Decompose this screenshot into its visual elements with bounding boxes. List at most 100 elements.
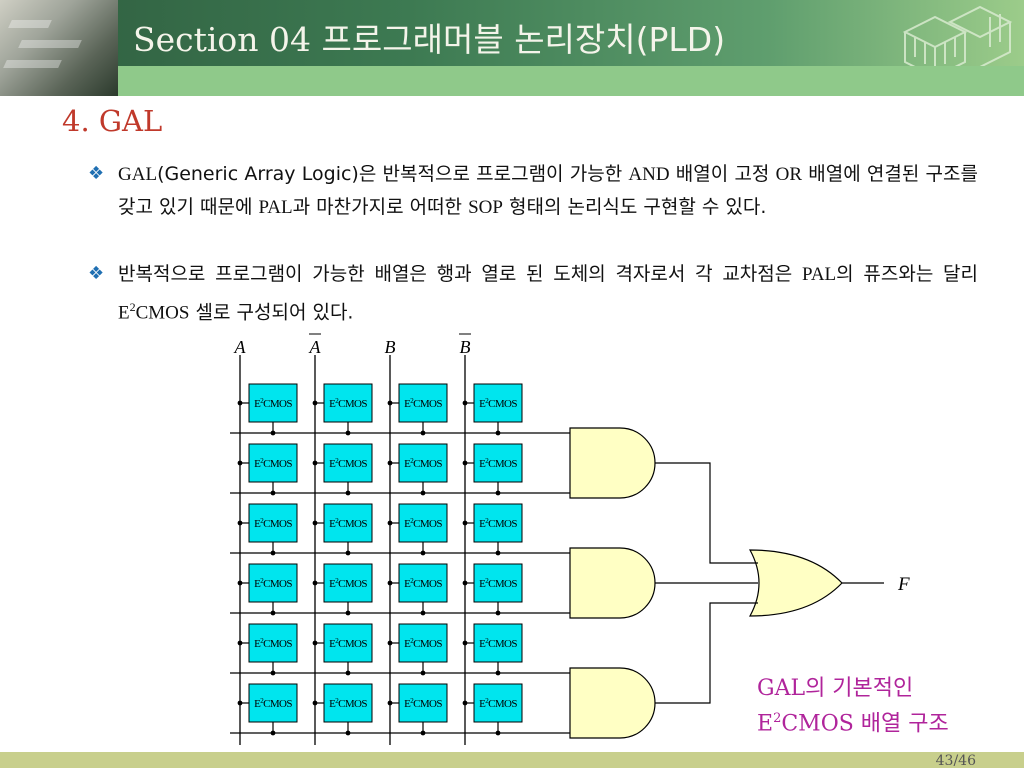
bullet-segment: 2 [129,300,136,314]
junction-dot [270,490,276,496]
cell-label: E2CMOS [329,637,367,650]
bullet-text: GAL(Generic Array Logic)은 반복적으로 프로그램이 가능… [118,158,978,224]
cell-label: E2CMOS [329,697,367,710]
section-label: Section 04 [133,20,312,59]
junction-dot [387,520,393,526]
e2cmos-cell [398,503,448,543]
cell-label: E2CMOS [479,697,517,710]
bullet-segment: GAL [118,164,158,185]
bullet-segment: 형태의 논리식도 구현할 수 있다. [502,196,767,218]
junction-dot [495,670,501,676]
caption-line-2: E2CMOS 배열 구조 [757,711,949,737]
output-label: F [897,574,910,595]
cell-label: E2CMOS [254,517,292,530]
bullet-segment: 의 퓨즈와는 달리 [836,263,978,285]
junction-dot [270,730,276,736]
cell-label: E2CMOS [254,637,292,650]
e2cmos-cell [473,683,523,723]
junction-dot [387,700,393,706]
junction-dot [270,550,276,556]
junction-dot [237,520,243,526]
footer-bar [0,752,1024,768]
cell-label: E2CMOS [479,637,517,650]
junction-dot [495,490,501,496]
slide-header: Section 04 프로그래머블 논리장치(PLD) [0,0,1024,96]
bullet-segment: 셀로 구성되어 있다. [189,301,354,324]
diamond-bullet-icon: ❖ [88,163,105,184]
junction-dot [495,550,501,556]
cell-label: E2CMOS [479,397,517,410]
junction-dot [345,670,351,676]
junction-dot [345,730,351,736]
junction-dot [387,400,393,406]
bullet-segment: CMOS [135,302,190,324]
input-label: B [385,337,396,357]
bullet-2: ❖ 반복적으로 프로그램이 가능한 배열은 행과 열로 된 도체의 격자로서 각… [88,258,978,329]
bullet-segment: 배열에 연결된 구조를 갖고 있기 때문에 [118,163,978,218]
e2cmos-cell [323,383,373,423]
and-gate [569,667,656,739]
cell-label: E2CMOS [404,397,442,410]
bullet-segment: E [118,302,130,324]
cell-label: E2CMOS [329,457,367,470]
diagram-caption: GAL의 기본적인 E2CMOS 배열 구조 [757,674,949,739]
e2cmos-cell [248,383,298,423]
e2cmos-cell [248,623,298,663]
junction-dot [462,640,468,646]
junction-dot [237,400,243,406]
junction-dot [237,700,243,706]
bullet-segment: 반복적으로 프로그램이 가능한 배열은 행과 열로 된 도체의 격자로서 각 교… [118,263,802,285]
junction-dot [462,460,468,466]
junction-dot [420,670,426,676]
bullet-segment: OR [775,164,803,185]
cell-label: E2CMOS [479,577,517,590]
e2cmos-cell [473,563,523,603]
or-gate [748,549,843,617]
cell-label: E2CMOS [404,457,442,470]
section-heading: 4. GAL [62,104,163,138]
cell-label: E2CMOS [404,577,442,590]
and-gate [569,427,656,499]
bullet-segment: SOP [468,197,503,218]
e2cmos-cell [398,683,448,723]
page-number: 43/46 [935,753,976,769]
cell-label: E2CMOS [254,457,292,470]
cell-label: E2CMOS [404,637,442,650]
e2cmos-cell [323,683,373,723]
input-label: B [460,337,471,357]
e2cmos-cell [398,623,448,663]
junction-dot [312,700,318,706]
junction-dot [312,640,318,646]
e2cmos-cell [473,623,523,663]
junction-dot [312,520,318,526]
gate-wire [655,462,758,564]
e2cmos-cell [323,443,373,483]
junction-dot [495,730,501,736]
bullet-segment: PAL [802,264,837,285]
e2cmos-cell [398,563,448,603]
cell-label: E2CMOS [329,517,367,530]
junction-dot [237,580,243,586]
junction-dot [270,610,276,616]
junction-dot [270,670,276,676]
cell-label: E2CMOS [254,397,292,410]
diamond-bullet-icon: ❖ [88,263,105,284]
cell-label: E2CMOS [329,577,367,590]
cell-label: E2CMOS [254,577,292,590]
junction-dot [420,490,426,496]
junction-dot [345,550,351,556]
e2cmos-cell [248,683,298,723]
junction-dot [462,520,468,526]
cell-label: E2CMOS [479,457,517,470]
title-text: 프로그래머블 논리장치(PLD) [321,20,726,59]
and-gate [569,547,656,619]
bullet-1: ❖ GAL(Generic Array Logic)은 반복적으로 프로그램이 … [88,158,978,224]
junction-dot [345,430,351,436]
junction-dot [462,400,468,406]
bullet-segment: (Generic Array Logic)은 반복적으로 프로그램이 가능한 [157,163,629,185]
junction-dot [420,730,426,736]
e2cmos-cell [248,563,298,603]
junction-dot [462,700,468,706]
slide-title: Section 04 프로그래머블 논리장치(PLD) [133,14,725,66]
caption-line-1: GAL의 기본적인 [757,676,914,701]
